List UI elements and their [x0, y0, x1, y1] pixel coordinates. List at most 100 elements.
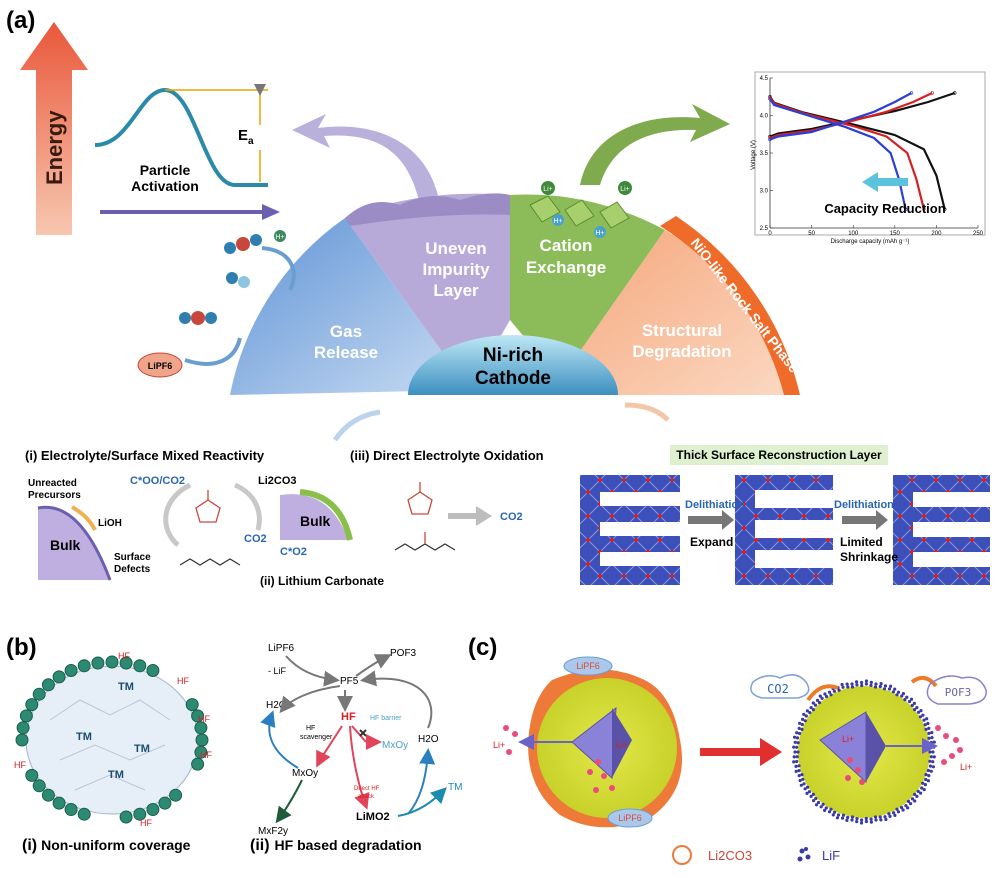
lif-dot	[918, 715, 923, 719]
lif-dot	[855, 683, 859, 687]
lif-dot	[893, 687, 897, 691]
lif-dot	[829, 807, 833, 811]
coverage-dot	[52, 670, 66, 684]
lif-dot	[878, 684, 882, 689]
lif-dot	[910, 703, 914, 708]
caption-ii: (ii)HF based degradation	[250, 837, 422, 854]
lif-dot	[831, 813, 835, 817]
li-plus-1: Li+	[543, 186, 553, 193]
lattice-2	[735, 475, 833, 585]
chem-hf-barrier: HF barrier	[370, 715, 402, 722]
c-lipf6-bottom: LiPF6	[618, 813, 642, 823]
coverage-dot	[64, 803, 78, 816]
chart-xtick-label: 50	[808, 231, 815, 237]
lif-dot	[927, 726, 931, 731]
lif-dot	[800, 773, 804, 777]
lif-dot	[860, 818, 864, 822]
coverage-dot	[146, 664, 160, 677]
panel-label-b: (b)	[6, 634, 37, 661]
lif-dot	[824, 694, 829, 699]
chart-xtick-label: 0	[768, 231, 772, 237]
capacity-reduction-label: Capacity Reduction	[824, 201, 945, 216]
coated-particle-left: LiPF6 LiPF6 Li+ Li+	[493, 656, 682, 828]
lif-dot	[840, 682, 844, 687]
chem-direct-hf-2: attack	[358, 794, 375, 800]
limited-shrinkage-line2: Shrinkage	[840, 550, 898, 564]
chem-pf5: PF5	[340, 676, 359, 687]
lif-dot	[889, 684, 893, 688]
h-plus-2: H+	[595, 230, 604, 237]
unreacted-line2: Precursors	[28, 490, 81, 501]
lif-dot	[864, 682, 869, 686]
mixed-reactivity-title: (i) Electrolyte/Surface Mixed Reactivity	[25, 448, 265, 463]
surface-defects-line2: Defects	[114, 564, 151, 575]
lif-dot	[823, 692, 827, 696]
lif-dot	[906, 799, 911, 804]
lif-dot	[873, 815, 878, 819]
lif-dot	[805, 791, 809, 796]
lif-dot	[796, 741, 800, 745]
lif-dot	[814, 796, 818, 801]
lif-dot	[884, 817, 888, 822]
structural-label-line1: Structural	[642, 321, 722, 340]
chem-mxf2y: MxF2y	[258, 826, 288, 837]
li-ion-dot	[957, 747, 963, 753]
coverage-dot	[194, 745, 208, 759]
lif-dot	[917, 710, 921, 714]
bulk-label-left: Bulk	[50, 537, 81, 553]
bulk-label-right: Bulk	[300, 513, 331, 529]
lif-dot	[802, 712, 806, 717]
chart-series-3-discharge	[769, 98, 907, 210]
lif-dot	[915, 706, 919, 710]
activation-curve: Ea Particle Activation	[94, 84, 280, 220]
coverage-dot	[91, 656, 105, 670]
li-ion-dot	[503, 725, 509, 731]
delithiation-2: Delithiation	[834, 499, 894, 511]
capacity-arrow	[862, 172, 908, 192]
energy-arrow: Energy	[20, 22, 88, 235]
chem-direct-hf-1: Direct HF	[354, 786, 380, 792]
transform-arrow	[700, 738, 782, 766]
coverage-dot	[32, 687, 46, 701]
li-ion-dot	[935, 725, 941, 731]
li-ion-dot	[859, 779, 865, 785]
lif-dot	[841, 685, 845, 689]
lif-dot	[931, 765, 936, 769]
delithiation-1: Delithiation	[685, 499, 745, 511]
lif-dot	[929, 769, 933, 773]
lif-dot	[913, 792, 917, 797]
chart-point	[909, 91, 914, 95]
li-ion-dot	[506, 749, 512, 755]
chart-ytick-label: 3.5	[760, 151, 769, 157]
li-ion-dot	[587, 769, 593, 775]
chem-pof3: POF3	[390, 648, 417, 659]
chart-point	[953, 91, 957, 95]
cathode-semicircle	[230, 193, 800, 395]
hf-b4: HF	[200, 750, 212, 760]
lif-dot	[904, 804, 908, 808]
chem-limo2: LiMO2	[356, 811, 390, 823]
coverage-dot	[52, 796, 66, 810]
lif-dot	[874, 818, 878, 822]
li-ion-dot	[941, 759, 947, 765]
lif-dot	[930, 731, 934, 735]
li-ion-dot	[512, 731, 518, 737]
lif-dot	[864, 816, 868, 821]
green-curved-arrow	[580, 104, 730, 185]
lif-dot	[929, 755, 933, 759]
lif-dot	[908, 802, 913, 806]
coverage-dot	[105, 655, 119, 669]
co2-right-label: CO2	[500, 511, 523, 523]
lif-dot	[932, 740, 936, 744]
bulk-particle-left	[37, 505, 112, 581]
down-arrow-right	[624, 402, 670, 422]
lif-dot	[903, 698, 907, 702]
lif-dot	[850, 685, 855, 689]
lif-dot	[798, 721, 802, 725]
coverage-dot	[16, 721, 30, 735]
panel-label-a: (a)	[6, 7, 35, 34]
lif-dot	[895, 693, 899, 697]
coverage-dot	[119, 656, 133, 670]
panel-label-c: (c)	[468, 634, 497, 661]
lif-dot	[896, 810, 901, 814]
